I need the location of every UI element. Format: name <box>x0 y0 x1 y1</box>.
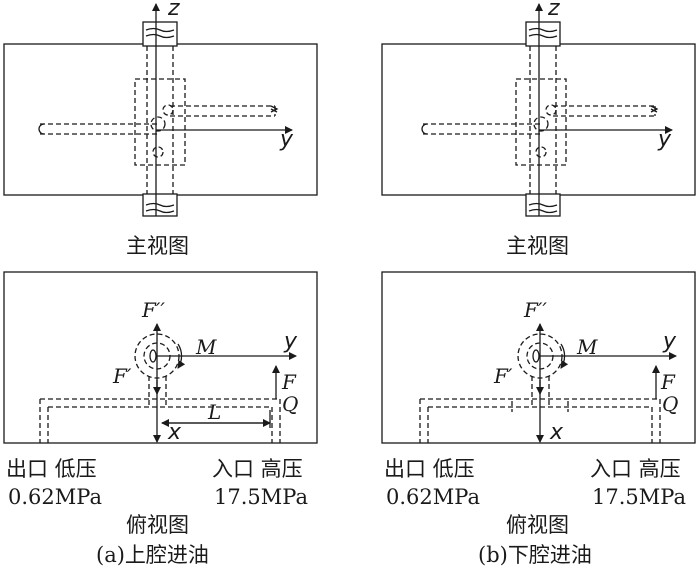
inlet-label-a: 入口 高压 <box>212 457 303 481</box>
pump-body-top-b <box>525 21 561 47</box>
caption-b: (b)下腔进油 <box>478 543 592 567</box>
force-F2-label-a: F′′ <box>142 298 165 322</box>
inlet-pressure-b: 17.5MPa <box>592 485 686 509</box>
outlet-label-b: 出口 低压 <box>384 457 475 481</box>
pump-body-top-a <box>142 21 178 47</box>
force-F-label-a: F <box>282 370 296 394</box>
moment-M-label-b: M <box>577 335 598 359</box>
axis-y-label-front-a: y <box>280 127 294 152</box>
panel-b <box>381 3 696 444</box>
axis-x-label-b: x <box>550 420 564 445</box>
flow-Q-label-b: Q <box>662 392 679 416</box>
outlet-pressure-a: 0.62MPa <box>8 485 102 509</box>
caption-a: (a)上腔进油 <box>96 543 209 567</box>
front-view-caption-a: 主视图 <box>126 234 189 258</box>
axis-y-label-top-a: y <box>284 329 298 354</box>
outlet-label-a: 出口 低压 <box>6 457 97 481</box>
axis-y-label-front-b: y <box>658 127 672 152</box>
top-view-caption-b: 俯视图 <box>506 513 569 537</box>
outlet-pressure-b: 0.62MPa <box>386 485 480 509</box>
axis-y-label-top-b: y <box>663 329 677 354</box>
axis-z-label-a: z <box>168 0 180 21</box>
top-view-frame-b <box>381 271 696 444</box>
force-F1-label-b: F′ <box>494 364 513 388</box>
length-L-label-a: L <box>208 400 222 424</box>
moment-M-label-a: M <box>196 335 217 359</box>
axis-x-label-a: x <box>168 420 182 445</box>
top-view-caption-a: 俯视图 <box>126 513 189 537</box>
axis-z-label-b: z <box>548 0 560 21</box>
force-F-label-b: F <box>661 370 675 394</box>
flow-Q-label-a: Q <box>282 392 299 416</box>
top-view-frame-a <box>3 271 318 444</box>
front-view-caption-b: 主视图 <box>506 234 569 258</box>
panel-a <box>3 3 318 444</box>
front-view-frame-a <box>3 43 318 196</box>
force-F2-label-b: F′′ <box>524 298 547 322</box>
inlet-pressure-a: 17.5MPa <box>214 485 308 509</box>
inlet-label-b: 入口 高压 <box>590 457 681 481</box>
force-F1-label-a: F′ <box>113 364 132 388</box>
